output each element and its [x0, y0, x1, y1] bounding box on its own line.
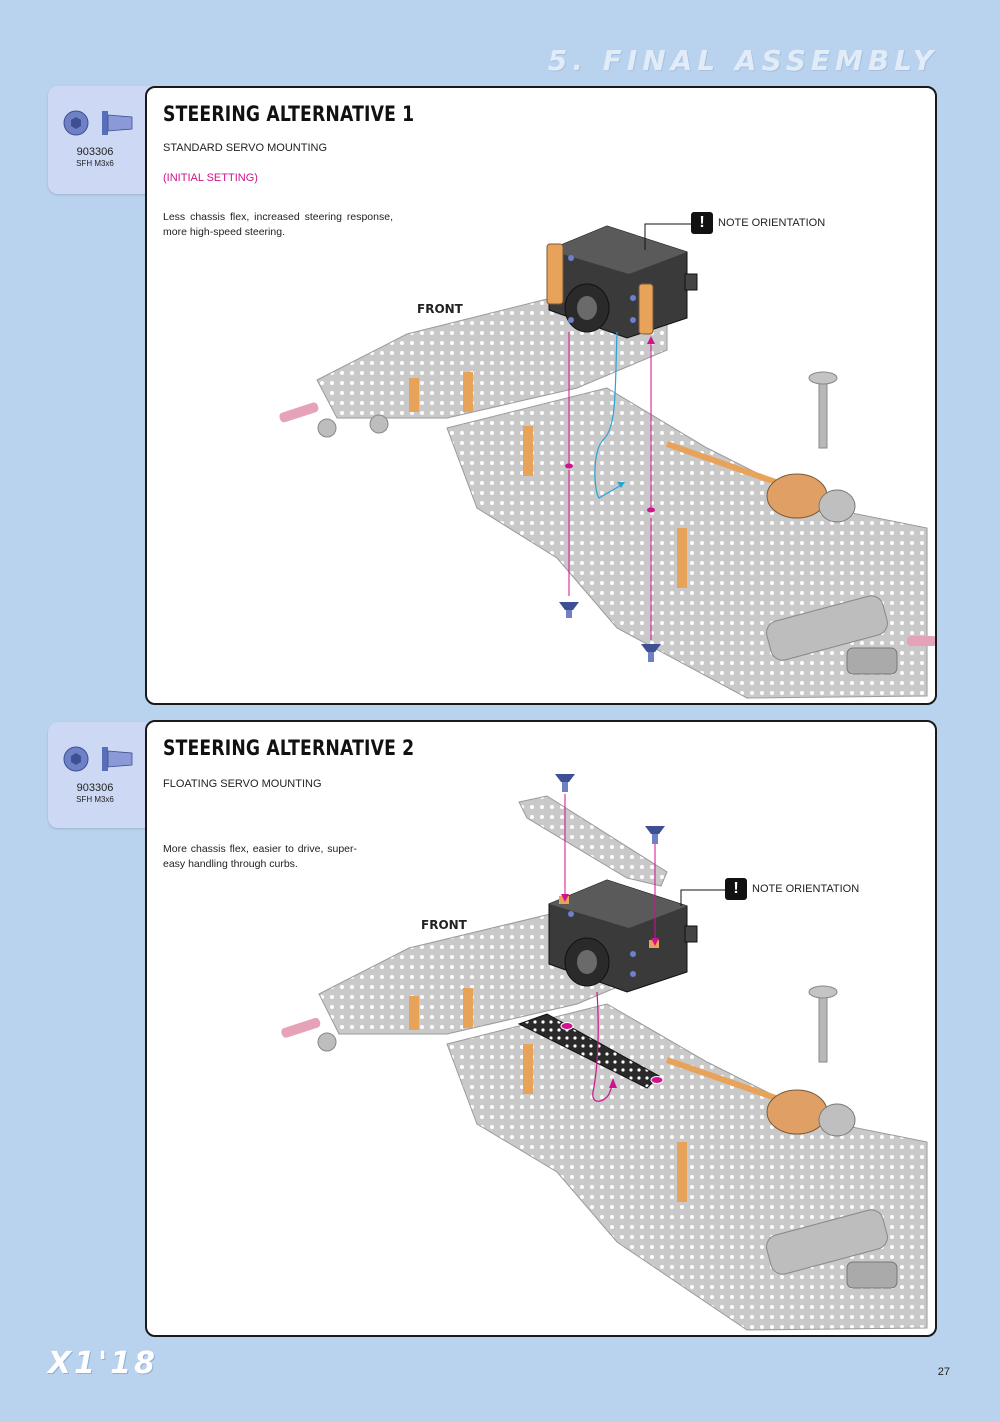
front-label: FRONT [421, 918, 467, 932]
screw-icon [559, 602, 579, 618]
chassis-illustration [279, 223, 935, 699]
hardware-code: 903306 SFH M3x6 [76, 782, 114, 804]
warning-icon: ! [725, 878, 747, 900]
step-subtitle: STANDARD SERVO MOUNTING [163, 142, 327, 154]
screw-icon [641, 644, 661, 662]
page-number: 27 [937, 1366, 950, 1378]
hardware-tab: 903306 SFH M3x6 [48, 722, 158, 828]
hardware-icons [63, 746, 133, 772]
screw-head-icon [63, 746, 89, 772]
screw-head-icon [63, 110, 89, 136]
note-orientation: ! NOTE ORIENTATION [725, 878, 859, 900]
step-panel-2: STEERING ALTERNATIVE 2 FLOATING SERVO MO… [145, 720, 937, 1337]
screw-icon [645, 826, 665, 844]
initial-setting-label: (INITIAL SETTING) [163, 172, 258, 184]
hardware-tab: 903306 SFH M3x6 [48, 86, 158, 194]
step-subtitle: FLOATING SERVO MOUNTING [163, 778, 322, 790]
step-description: More chassis flex, easier to drive, supe… [163, 843, 357, 870]
section-title: 5. FINAL ASSEMBLY [547, 44, 938, 77]
step-description: Less chassis flex, increased steering re… [163, 211, 393, 238]
floating-plate-top [518, 795, 668, 887]
note-label: NOTE ORIENTATION [718, 217, 826, 229]
step-panel-1: STEERING ALTERNATIVE 1 STANDARD SERVO MO… [145, 86, 937, 705]
servo [546, 225, 698, 339]
step-title: STEERING ALTERNATIVE 1 [163, 102, 415, 126]
floating-plate-bottom [517, 1013, 660, 1089]
screw-side-icon [102, 111, 133, 135]
note-label: NOTE ORIENTATION [752, 883, 860, 895]
hardware-icons [63, 110, 133, 136]
chassis-illustration [281, 774, 928, 1331]
hardware-code: 903306 SFH M3x6 [76, 146, 114, 168]
warning-icon: ! [691, 212, 713, 234]
servo [548, 879, 698, 993]
brand-logo: X1'18 [48, 1346, 158, 1381]
screw-icon [555, 774, 575, 792]
step-title: STEERING ALTERNATIVE 2 [163, 736, 415, 760]
note-orientation: ! NOTE ORIENTATION [691, 212, 825, 234]
front-label: FRONT [417, 302, 463, 316]
screw-side-icon [102, 747, 133, 771]
